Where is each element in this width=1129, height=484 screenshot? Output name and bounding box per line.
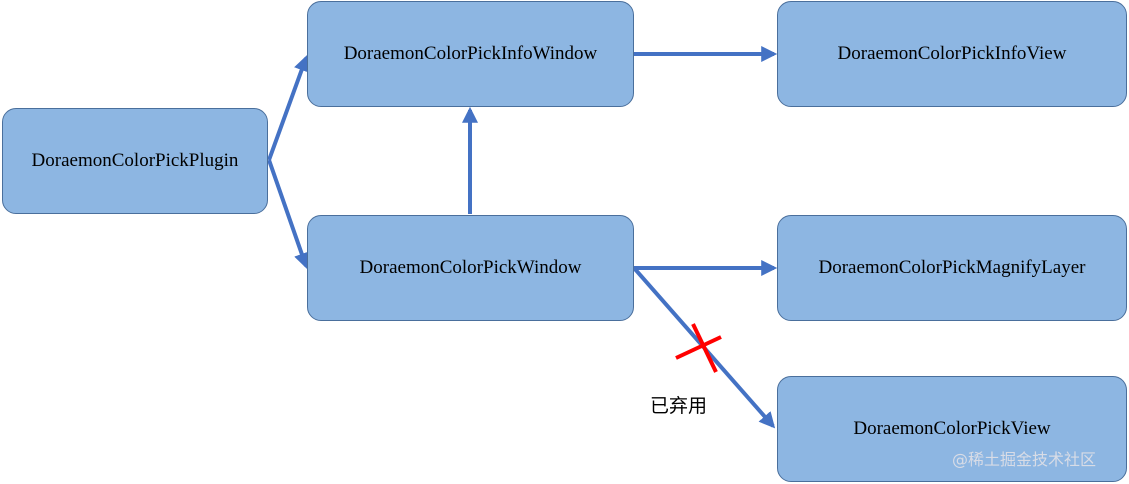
node-doraemon-color-pick-window: DoraemonColorPickWindow — [307, 215, 634, 321]
deprecated-cross-icon — [675, 323, 722, 373]
node-label: DoraemonColorPickView — [853, 418, 1051, 439]
node-doraemon-color-pick-magnify-layer: DoraemonColorPickMagnifyLayer — [777, 215, 1127, 321]
arrow-plugin-to-window — [267, 159, 310, 270]
watermark: @稀土掘金技术社区 — [952, 450, 1097, 469]
arrow-plugin-to-infowindow — [267, 54, 310, 161]
node-label: DoraemonColorPickInfoView — [837, 43, 1067, 64]
deprecated-label: 已弃用 — [650, 395, 708, 417]
node-label: DoraemonColorPickWindow — [359, 257, 582, 278]
node-label: DoraemonColorPickMagnifyLayer — [818, 257, 1086, 278]
node-doraemon-color-pick-view: DoraemonColorPickView — [777, 376, 1127, 482]
node-doraemon-color-pick-plugin: DoraemonColorPickPlugin — [2, 108, 268, 214]
node-doraemon-color-pick-info-view: DoraemonColorPickInfoView — [777, 1, 1127, 107]
node-doraemon-color-pick-info-window: DoraemonColorPickInfoWindow — [307, 1, 634, 107]
node-label: DoraemonColorPickPlugin — [31, 150, 239, 171]
node-label: DoraemonColorPickInfoWindow — [343, 43, 598, 64]
